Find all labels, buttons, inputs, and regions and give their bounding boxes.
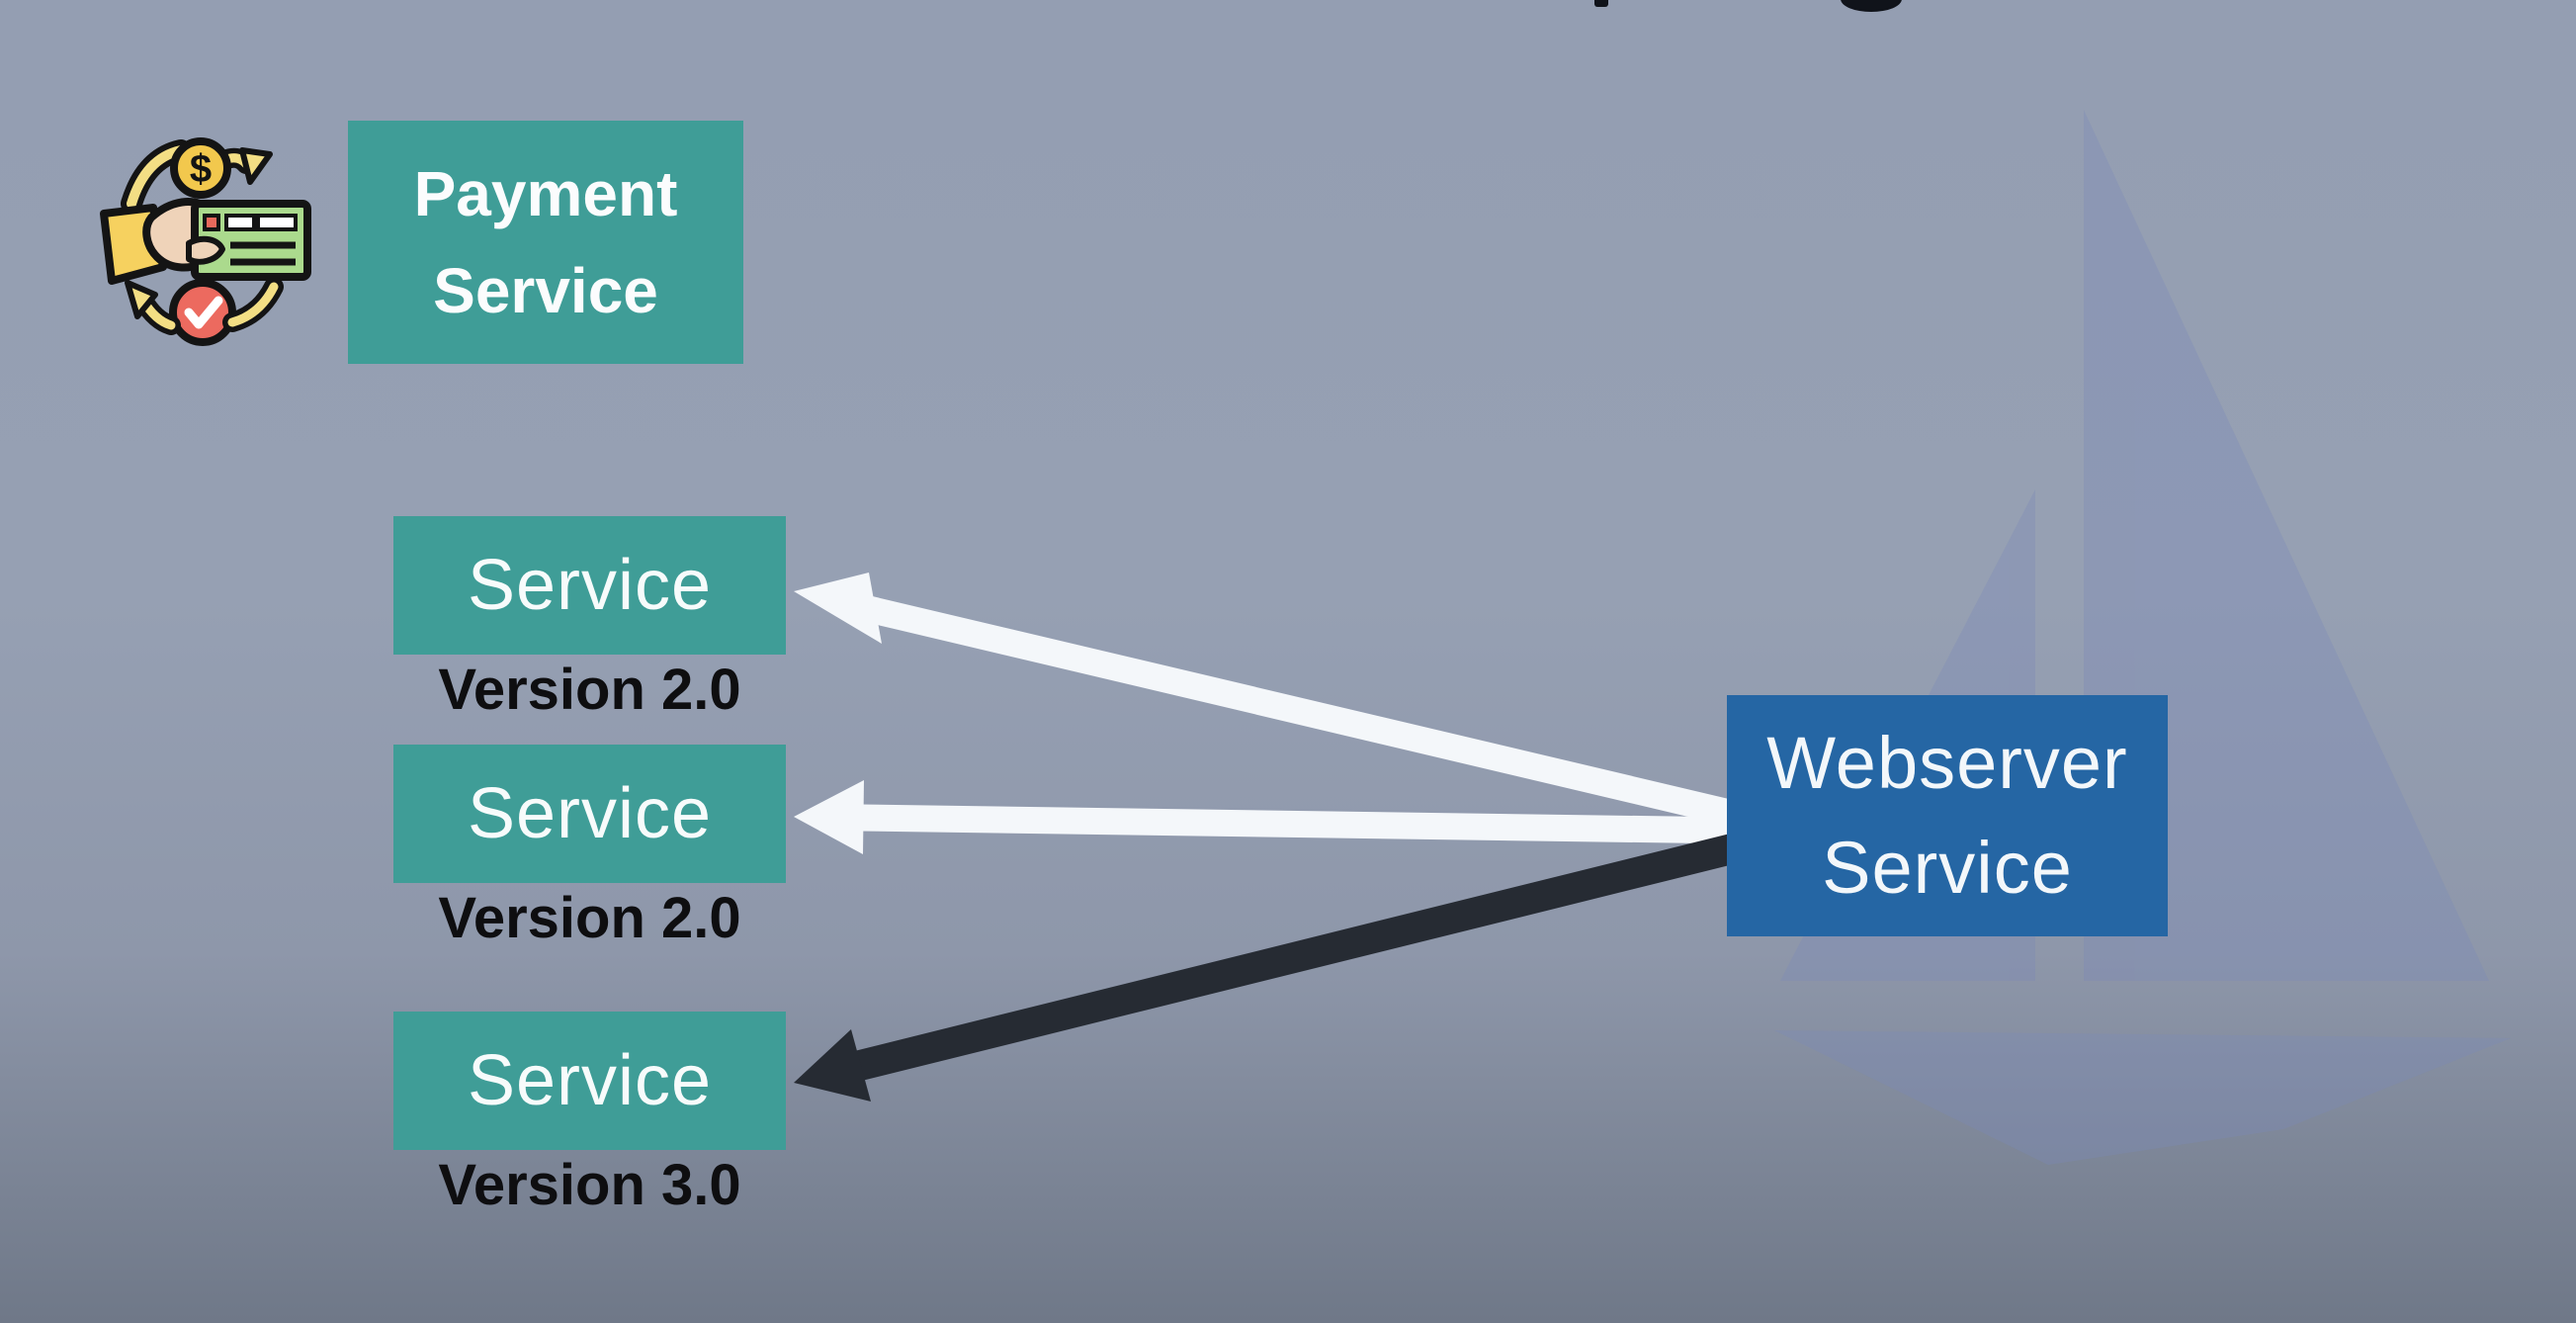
payment-service-node: Payment Service [348,121,743,364]
credit-card-icon [186,200,311,281]
arrow-to-service-v3 [794,832,1742,1102]
sail-large [2084,110,2489,981]
clipped-title-fragment-stem [1594,0,1608,7]
service-label: Service [467,1041,713,1120]
service-version-label: Version 2.0 [438,886,741,950]
service-version-label: Version 3.0 [438,1153,741,1217]
service-version-label: Version 2.0 [438,658,741,722]
webserver-label-line1: Webserver [1766,722,2128,804]
svg-text:$: $ [190,147,212,191]
service-label: Service [467,546,713,625]
service-node-v2-middle: Service [393,745,786,883]
webserver-service-node: Webserver Service [1727,695,2168,936]
cycle-arrow-bottom-icon [125,277,284,335]
cycle-arrow-top-icon [121,139,273,215]
approved-check-icon [169,279,236,346]
arrow-to-service-v2-top [794,573,1742,829]
service-node-v3: Service [393,1012,786,1150]
dollar-coin-icon: $ [170,137,231,199]
payment-service-label-line1: Payment [413,158,678,229]
payment-service-label-line2: Service [433,255,658,326]
service-label: Service [467,774,713,853]
service-node-v2-top: Service [393,516,786,655]
boat-hull [1774,1030,2511,1165]
arrow-to-service-v2-middle [794,780,1739,854]
payment-icon: $ [100,137,311,346]
webserver-label-line2: Service [1822,827,2073,909]
clipped-title-fragment-bowl [1841,0,1902,12]
